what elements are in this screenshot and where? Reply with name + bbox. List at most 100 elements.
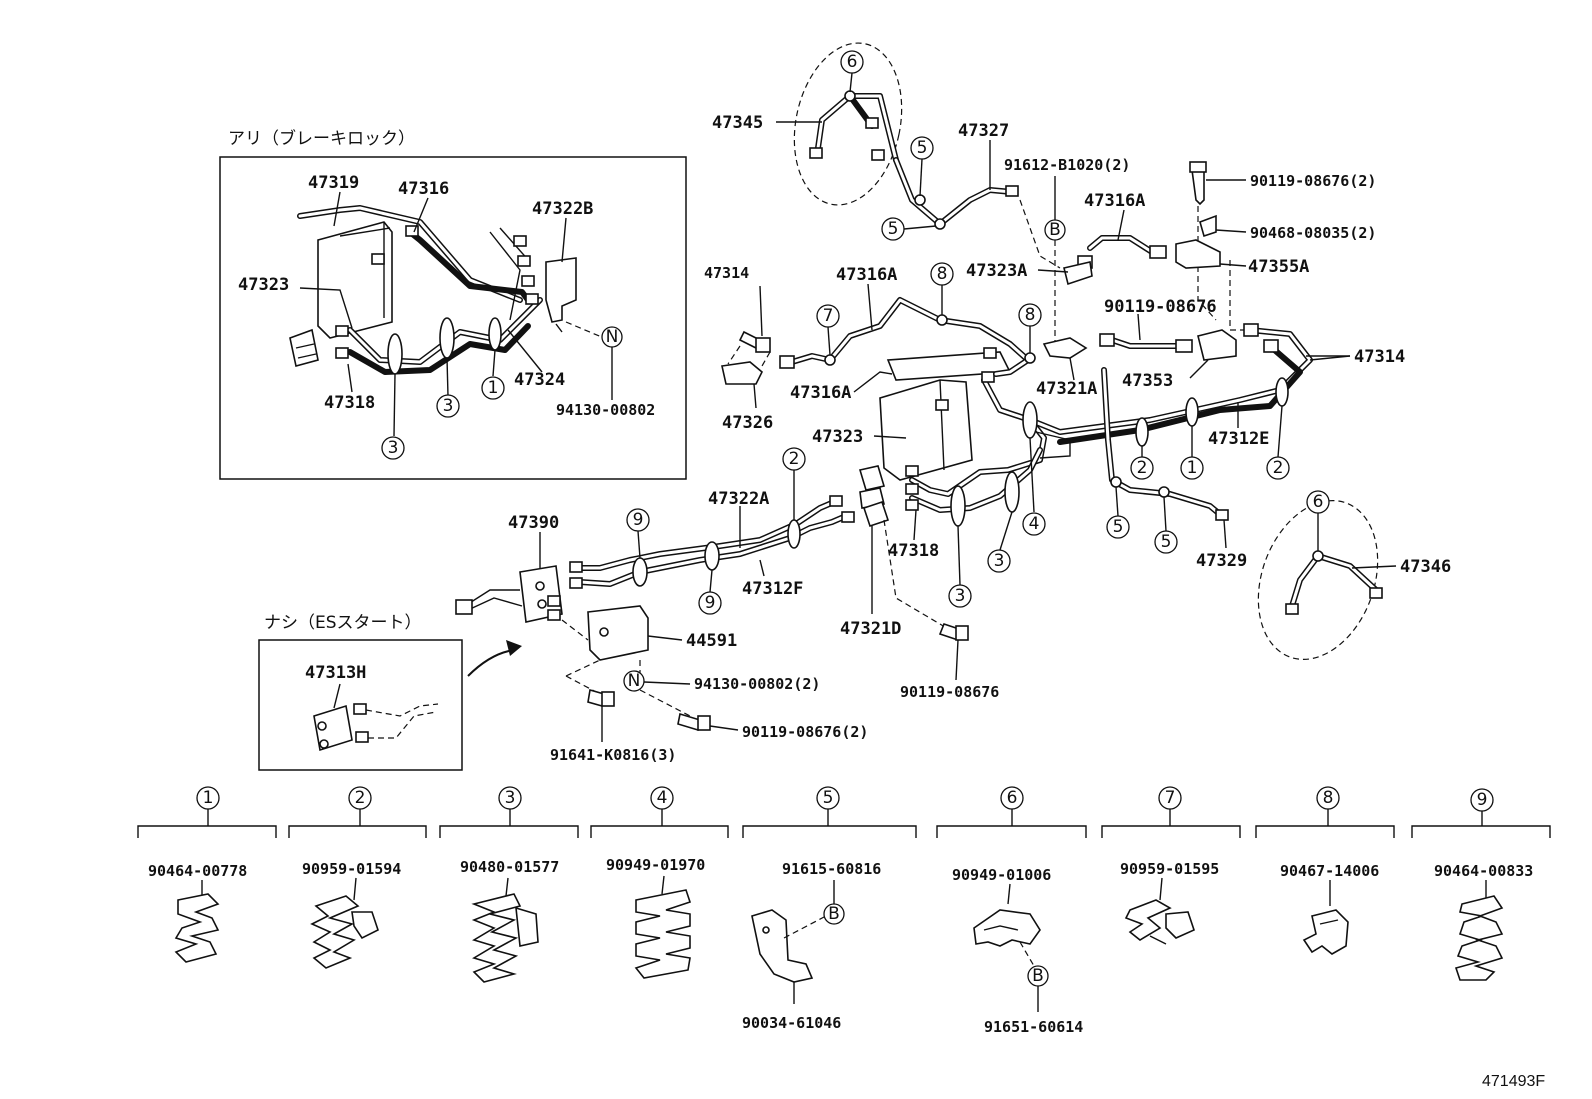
- clamp-8-icon: [1302, 880, 1349, 955]
- clamp-2-icon: [310, 877, 379, 969]
- svg-text:3: 3: [955, 586, 966, 606]
- inset-es-start-frame: [258, 639, 463, 771]
- legend-index-1: 1: [196, 786, 220, 826]
- label-90034-61046: 90034-61046: [742, 1014, 841, 1032]
- clamp-callout-4: [1022, 512, 1046, 536]
- svg-text:4: 4: [1029, 514, 1040, 534]
- reference-code: 471493F: [1482, 1073, 1545, 1090]
- label-47321D: 47321D: [840, 619, 901, 639]
- label-47323A: 47323A: [966, 261, 1027, 281]
- bracket-44591: [587, 605, 649, 661]
- label-91641-K0816: 91641-K0816(3): [550, 746, 676, 764]
- svg-text:5: 5: [1113, 517, 1124, 537]
- svg-text:5: 5: [888, 219, 899, 239]
- clamp-1-icon: [174, 880, 220, 963]
- label-47318-main: 47318: [888, 541, 939, 561]
- svg-text:2: 2: [355, 788, 366, 808]
- clamp-7-icon: [1124, 877, 1195, 945]
- label-47314: 47316A: [836, 265, 897, 285]
- master-cylinder: [879, 379, 973, 481]
- group-47314: 47316A 7 8 8 47314 47326: [704, 262, 1042, 433]
- clamp-1: [1185, 397, 1199, 427]
- label-47323: 47323: [238, 275, 289, 295]
- nut: [1199, 214, 1217, 238]
- svg-text:1: 1: [1187, 458, 1198, 478]
- svg-text:6: 6: [1007, 788, 1018, 808]
- svg-text:4: 4: [657, 788, 668, 808]
- inset-es-start: ナシ（ESスタート） 47313H: [258, 613, 522, 771]
- marker-n-text: N: [606, 327, 619, 347]
- label-47390: 47390: [508, 513, 559, 533]
- svg-text:3: 3: [443, 396, 454, 416]
- label-90468-08035: 90468-08035(2): [1250, 224, 1376, 242]
- label-47316A-lower: 90119-08676: [1104, 297, 1217, 317]
- fitting: [525, 293, 539, 305]
- legend-index-4: 4: [650, 786, 674, 826]
- svg-text:5: 5: [1161, 532, 1172, 552]
- svg-text:7: 7: [1165, 788, 1176, 808]
- group-47346: 6 47346: [1257, 490, 1451, 660]
- clamp-3: [439, 317, 455, 359]
- bolt: [1191, 169, 1205, 206]
- clamp-6-icon: B 91651-60614: [973, 883, 1083, 1036]
- valve-47390: [519, 565, 563, 623]
- group-47322A: 9 9 2 47322A 47312F 47390 44591 N: [455, 447, 868, 764]
- legend-part-4: 90949-01970: [606, 856, 705, 874]
- svg-text:8: 8: [937, 264, 948, 284]
- label-47313H: 47313H: [305, 663, 366, 683]
- label-47319: 47319: [308, 173, 359, 193]
- label-47318: 47318: [324, 393, 375, 413]
- svg-text:2: 2: [789, 449, 800, 469]
- svg-text:B: B: [1049, 220, 1061, 240]
- label-47355A: 47355A: [1248, 257, 1309, 277]
- label-47346: 47346: [1400, 557, 1451, 577]
- label-90119-08676-a: 47314: [704, 264, 749, 282]
- clip-47312E: [721, 361, 763, 385]
- legend-part-8: 90467-14006: [1280, 862, 1379, 880]
- label-47327: 47327: [958, 121, 1009, 141]
- legend-index-2: 2: [348, 786, 372, 826]
- clamp-2: [787, 519, 801, 549]
- clamp-2: [1135, 417, 1149, 447]
- group-47345: 47345 6: [712, 42, 903, 206]
- label-91651-60614: 91651-60614: [984, 1018, 1083, 1036]
- label-47316A-upper: 47316A: [1084, 191, 1145, 211]
- clamp-callout-3: [987, 549, 1011, 573]
- inset-es-start-title: ナシ（ESスタート）: [264, 613, 422, 633]
- inset-brake-lock-title: アリ（ブレーキロック）: [228, 128, 415, 149]
- inset-brake-lock: アリ（ブレーキロック）: [219, 128, 687, 480]
- fitting: [521, 275, 535, 287]
- label-90119-08676-2b: 90119-08676(2): [742, 723, 868, 741]
- clip: [289, 328, 319, 367]
- label-47345: 47345: [712, 113, 763, 133]
- clamp-3-icon: [471, 877, 539, 983]
- legend-index-7: 7: [1158, 786, 1182, 826]
- legend-index-5: 5: [816, 786, 840, 826]
- group-47327: 47327 5 5: [881, 121, 1019, 241]
- label-47324: 47324: [514, 370, 565, 390]
- svg-text:9: 9: [705, 593, 716, 613]
- label-47323-main: 47316A: [790, 383, 851, 403]
- svg-text:8: 8: [1323, 788, 1334, 808]
- label-94130-00802: 94130-00802: [556, 401, 655, 419]
- marker-n: [623, 670, 645, 692]
- clamp-3: [1004, 471, 1020, 513]
- clamp-callout-3: [381, 436, 405, 460]
- clamp-callout-3: [436, 394, 460, 418]
- clamp-1: [488, 317, 502, 351]
- legend-part-2: 90959-01594: [302, 860, 401, 878]
- proportioning-valve: [545, 257, 577, 323]
- fitting: [335, 325, 349, 337]
- clamp-callout-3: [948, 584, 972, 608]
- label-47312F: 47312F: [742, 579, 803, 599]
- svg-text:N: N: [628, 671, 641, 691]
- clamp-2: [1275, 377, 1289, 407]
- bracket-47321D: [862, 500, 890, 528]
- es-valve-body: [313, 704, 353, 752]
- clamp-9: [704, 541, 720, 571]
- label-44591: 44591: [686, 631, 737, 651]
- svg-text:3: 3: [505, 788, 516, 808]
- svg-text:5: 5: [823, 788, 834, 808]
- label-47329: 47329: [1196, 551, 1247, 571]
- svg-text:9: 9: [1477, 790, 1488, 810]
